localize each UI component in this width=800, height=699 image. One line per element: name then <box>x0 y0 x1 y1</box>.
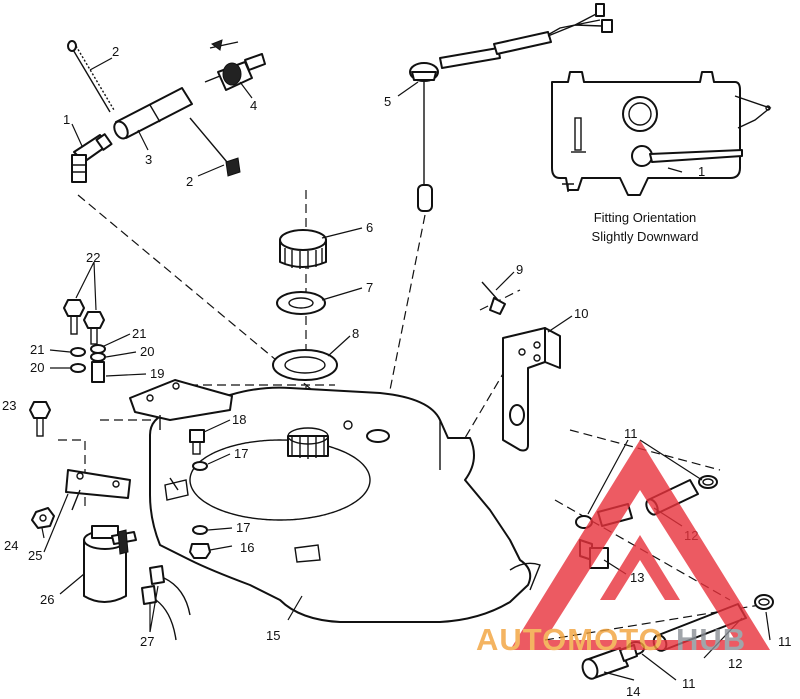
part-27-fittings <box>141 565 191 641</box>
callout-2-upper: 2 <box>112 44 119 59</box>
callout-11-lower: 11 <box>682 676 696 691</box>
automotohub-watermark: AUTOMOTO HUB <box>476 440 770 657</box>
callout-14: 14 <box>626 684 640 699</box>
callout-19: 19 <box>150 366 164 381</box>
callout-3: 3 <box>145 152 152 167</box>
callout-7: 7 <box>366 280 373 295</box>
callout-18: 18 <box>232 412 246 427</box>
callout-4: 4 <box>250 98 257 113</box>
part-2-vent-clamp-lower <box>189 117 241 177</box>
part-26-fuel-filter <box>83 525 137 603</box>
callout-6: 6 <box>366 220 373 235</box>
callout-26: 26 <box>40 592 54 607</box>
part-5-fuel-gauge-sender <box>409 3 613 212</box>
part-2-vent-clamp-upper <box>67 40 115 113</box>
note-line-1: Fitting Orientation <box>594 210 697 225</box>
part-11-clamp-far-right <box>754 594 774 610</box>
callout-21-left: 21 <box>30 342 44 357</box>
part-23-bolt <box>29 401 51 437</box>
part-11-clamp-upper-right <box>698 475 718 489</box>
callout-25: 25 <box>28 548 42 563</box>
watermark-triangle-icon <box>510 440 770 650</box>
callout-20-right: 20 <box>140 344 154 359</box>
part-6-fuel-cap <box>279 229 327 269</box>
mounting-frame <box>129 379 233 430</box>
watermark-inner-mark <box>600 535 680 600</box>
part-4-check-valve <box>204 39 266 91</box>
callout-23: 23 <box>2 398 16 413</box>
watermark-text-automoto: AUTOMOTO <box>476 622 664 657</box>
callout-13: 13 <box>630 570 644 585</box>
part-7-gasket <box>276 291 326 315</box>
callout-17-lower: 17 <box>236 520 250 535</box>
part-3-vent-hose <box>113 87 193 140</box>
callout-2-lower: 2 <box>186 174 193 189</box>
callout-11-upper: 11 <box>624 426 638 441</box>
callout-5: 5 <box>384 94 391 109</box>
part-1-elbow-fitting <box>71 133 113 183</box>
callout-10: 10 <box>574 306 588 321</box>
part-9-strap <box>481 281 506 315</box>
leader-lines <box>41 57 771 681</box>
callout-labels: 2 1 3 4 2 5 6 7 8 9 10 22 21 21 20 20 19… <box>2 44 792 699</box>
part-15-fuel-tank <box>149 386 541 623</box>
callout-16: 16 <box>240 540 254 555</box>
part-10-bracket <box>502 327 561 452</box>
parts-22-21-20-19-hardware <box>63 299 106 383</box>
callout-17-upper: 17 <box>234 446 248 461</box>
inset-fitting-orientation: 1 <box>551 71 772 196</box>
callout-8: 8 <box>352 326 359 341</box>
inset-callout-1: 1 <box>698 164 705 179</box>
callout-21-right: 21 <box>132 326 146 341</box>
callout-9: 9 <box>516 262 523 277</box>
callout-12-lower: 12 <box>728 656 742 671</box>
note-line-2: Slightly Downward <box>592 229 699 244</box>
parts-18-17-16-hardware <box>189 429 211 559</box>
part-25-filter-bracket <box>65 469 131 511</box>
watermark-text-hub: HUB <box>676 622 746 657</box>
part-8-filler-ring <box>272 349 338 381</box>
callout-15: 15 <box>266 628 280 643</box>
callout-22: 22 <box>86 250 100 265</box>
callout-27: 27 <box>140 634 154 649</box>
part-24-nut <box>31 507 55 529</box>
callout-11-right: 11 <box>778 634 792 649</box>
callout-24: 24 <box>4 538 18 553</box>
callout-20-left: 20 <box>30 360 44 375</box>
callout-1: 1 <box>63 112 70 127</box>
